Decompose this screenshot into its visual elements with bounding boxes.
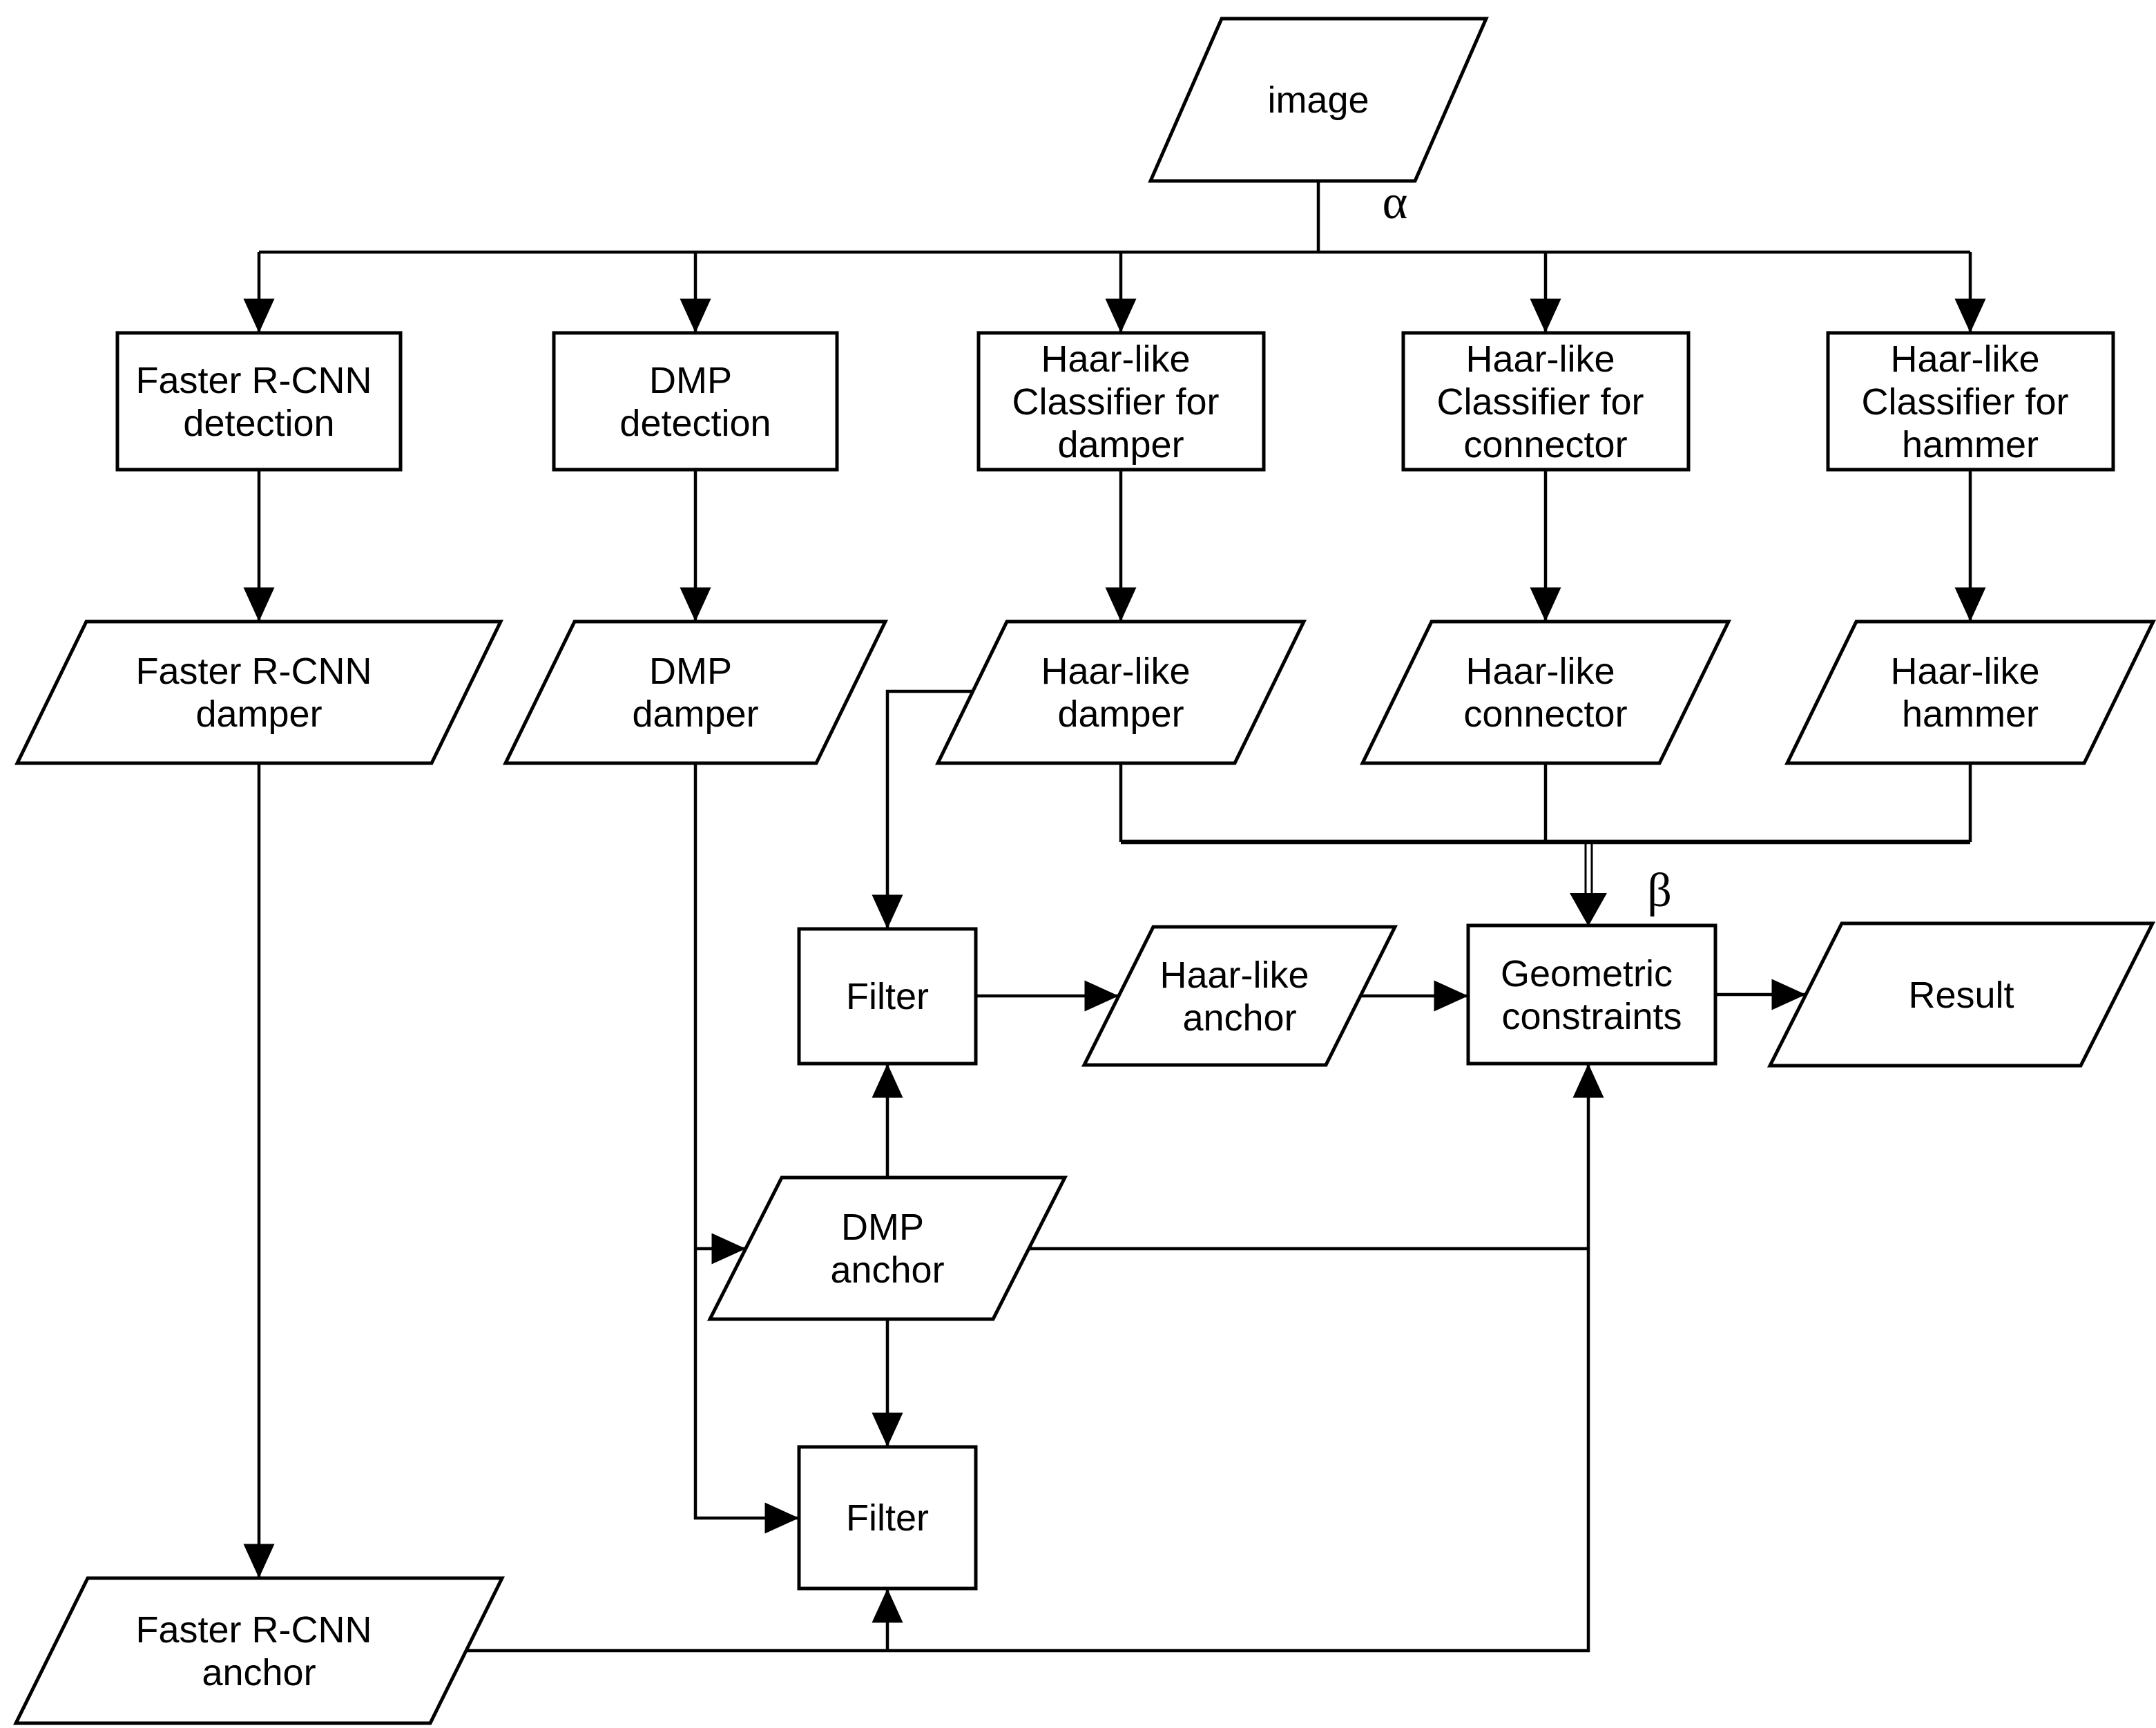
haar-damper-node xyxy=(934,620,1307,765)
haar-classifier-hammer-label: Haar-like Classifier for hammer xyxy=(1861,338,2079,465)
frcnn-damper-label: Faster R-CNN damper xyxy=(135,651,382,735)
frcnn-detection-box xyxy=(115,331,403,472)
result-node xyxy=(1767,921,2156,1068)
haar-classifier-damper-label: Haar-like Classifier for damper xyxy=(1012,338,1229,465)
haar-anchor-label: Haar-like anchor xyxy=(1159,954,1319,1039)
dmp-anchor-label: DMP anchor xyxy=(830,1207,944,1291)
haar-classifier-hammer-box xyxy=(1826,331,2115,472)
dmp-damper-node xyxy=(502,620,889,765)
dmp-anchor-node xyxy=(706,1175,1068,1321)
image-label: image xyxy=(1267,79,1369,121)
haar-classifier-damper-box xyxy=(976,331,1266,472)
filter-bottom-box xyxy=(797,1445,978,1591)
frcnn-anchor-label: Faster R-CNN anchor xyxy=(135,1609,382,1693)
dmp-damper-label: DMP damper xyxy=(632,651,758,735)
haar-connector-node xyxy=(1359,620,1732,765)
edge-frcnn-anchor-to-geometric xyxy=(466,1064,1604,1653)
edge-dmp-damper-to-filter-bottom xyxy=(693,763,799,1534)
frcnn-damper-node xyxy=(14,620,504,765)
filter-top-box xyxy=(797,927,978,1066)
frcnn-detection-label: Faster R-CNN detection xyxy=(135,360,382,444)
haar-connector-label: Haar-like connector xyxy=(1463,651,1627,735)
haar-hammer-node xyxy=(1784,620,2156,765)
image-node xyxy=(1148,17,1489,183)
filter-bottom-label: Filter xyxy=(846,1497,929,1539)
haar-classifier-connector-label: Haar-like Classifier for connector xyxy=(1436,338,1654,465)
haar-hammer-label: Haar-like hammer xyxy=(1890,651,2050,735)
haar-anchor-node xyxy=(1081,925,1398,1067)
frcnn-anchor-node xyxy=(12,1576,506,1725)
filter-top-label: Filter xyxy=(846,976,929,1017)
haar-classifier-connector-box xyxy=(1401,331,1691,472)
result-label: Result xyxy=(1908,975,2014,1016)
geometric-constraints-box xyxy=(1466,923,1717,1066)
trunk-arrowhead xyxy=(1570,893,1607,926)
alpha-annotation: α xyxy=(1383,176,1408,229)
dmp-detection-box xyxy=(552,331,839,472)
beta-annotation: β xyxy=(1647,864,1672,917)
geometric-constraints-label: Geometric constraints xyxy=(1501,953,1683,1037)
edge-haar-damper-to-filter-top xyxy=(872,689,973,929)
dmp-detection-label: DMP detection xyxy=(619,360,771,444)
haar-damper-label: Haar-like damper xyxy=(1041,651,1200,735)
